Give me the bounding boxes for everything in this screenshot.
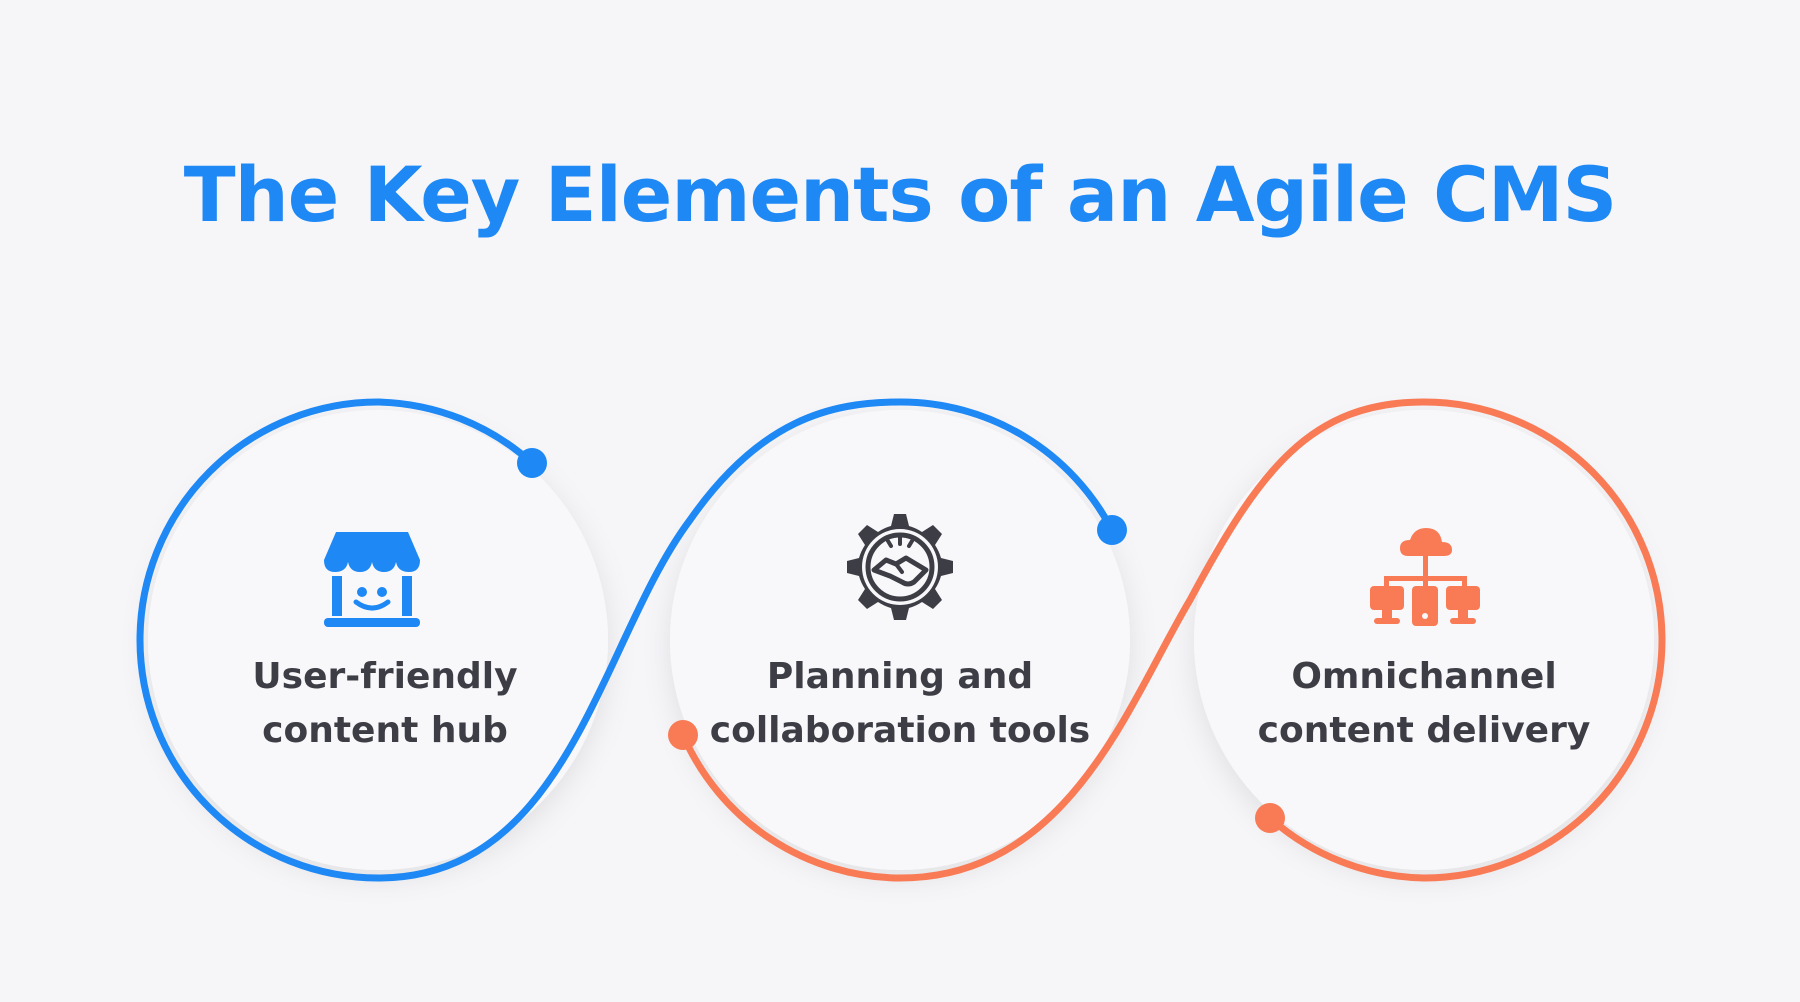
element-label-line: Planning and <box>766 656 1034 697</box>
storefront-icon <box>324 532 420 627</box>
handshake-gear-icon <box>847 514 953 620</box>
element-label-line: content delivery <box>1257 710 1591 751</box>
element-label-line: User-friendly <box>252 656 518 697</box>
orange-connector-line <box>679 398 1666 882</box>
blue-endpoint-dot <box>517 448 547 478</box>
element-label-line: collaboration tools <box>709 710 1091 751</box>
orange-endpoint-dot <box>668 720 698 750</box>
page-title: The Key Elements of an Agile CMS <box>183 150 1617 239</box>
element-label-line: Omnichannel <box>1291 656 1557 697</box>
element-label-1: User-friendly content hub <box>175 650 595 758</box>
element-disc-2 <box>670 410 1130 870</box>
cloud-network-icon <box>1370 528 1480 626</box>
blue-connector-line <box>136 398 1116 882</box>
element-label-line: content hub <box>262 710 508 751</box>
element-label-2: Planning and collaboration tools <box>690 650 1110 758</box>
element-label-3: Omnichannel content delivery <box>1214 650 1634 758</box>
element-disc-1 <box>148 410 608 870</box>
element-disc-3 <box>1194 410 1654 870</box>
blue-endpoint-dot <box>1097 515 1127 545</box>
orange-endpoint-dot <box>1255 803 1285 833</box>
